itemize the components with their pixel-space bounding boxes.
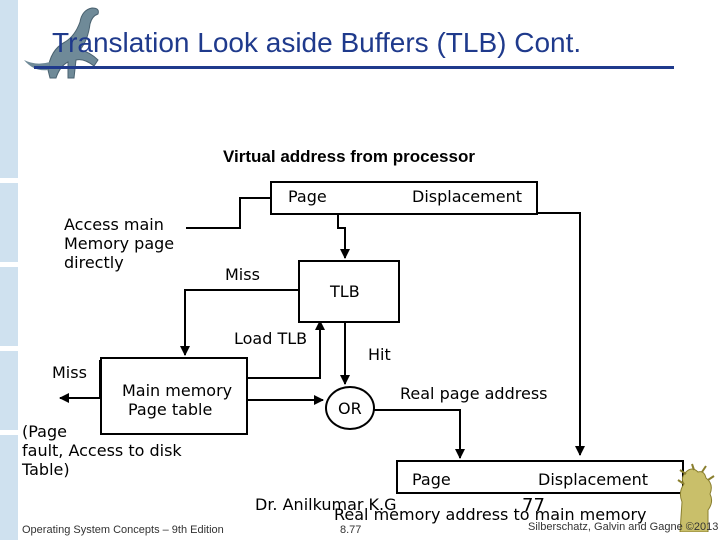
tlb-label: TLB — [330, 282, 360, 301]
miss-pagetable-label: Miss — [52, 363, 87, 382]
miss-tlb-label: Miss — [225, 265, 260, 284]
real-memory-text: Real memory address to main memory — [334, 505, 647, 524]
tlb-box — [298, 260, 400, 323]
page-table-line1: Main memory — [122, 381, 233, 400]
access-main-line3: directly — [64, 253, 124, 272]
diagram-heading: Virtual address from processor — [223, 147, 475, 166]
page-fault-line2: fault, Access to disk — [22, 441, 182, 460]
author-text: Dr. Anilkumar K.G — [255, 495, 397, 514]
virtual-address-box — [270, 181, 538, 215]
va-page-label: Page — [288, 187, 327, 206]
footer-center: 8.77 — [340, 524, 362, 536]
or-node — [325, 386, 375, 430]
page-table-line2: Page table — [128, 400, 213, 419]
real-address-box — [396, 460, 684, 494]
page-fault-line1: (Page — [22, 422, 67, 441]
ra-displacement-label: Displacement — [538, 470, 648, 489]
hit-label: Hit — [368, 345, 391, 364]
load-tlb-label: Load TLB — [234, 329, 308, 348]
footer-left: Operating System Concepts – 9th Edition — [22, 524, 224, 536]
page-title: Translation Look aside Buffers (TLB) Con… — [52, 27, 582, 58]
sidebar-decoration — [0, 0, 18, 540]
corner-dinosaur-icon — [677, 463, 715, 532]
title-underline — [34, 66, 674, 69]
ra-page-label: Page — [412, 470, 451, 489]
access-main-line2: Memory page — [64, 234, 175, 253]
va-displacement-label: Displacement — [412, 187, 522, 206]
page-table-box — [100, 357, 248, 435]
or-label: OR — [338, 399, 362, 418]
access-main-line1: Access main — [64, 215, 164, 234]
footer-right: Silberschatz, Galvin and Gagne ©2013 — [528, 521, 719, 533]
real-page-address-label: Real page address — [400, 384, 548, 403]
page-fault-line3: Table) — [22, 460, 70, 479]
slide-number-big: 77 — [522, 495, 545, 516]
